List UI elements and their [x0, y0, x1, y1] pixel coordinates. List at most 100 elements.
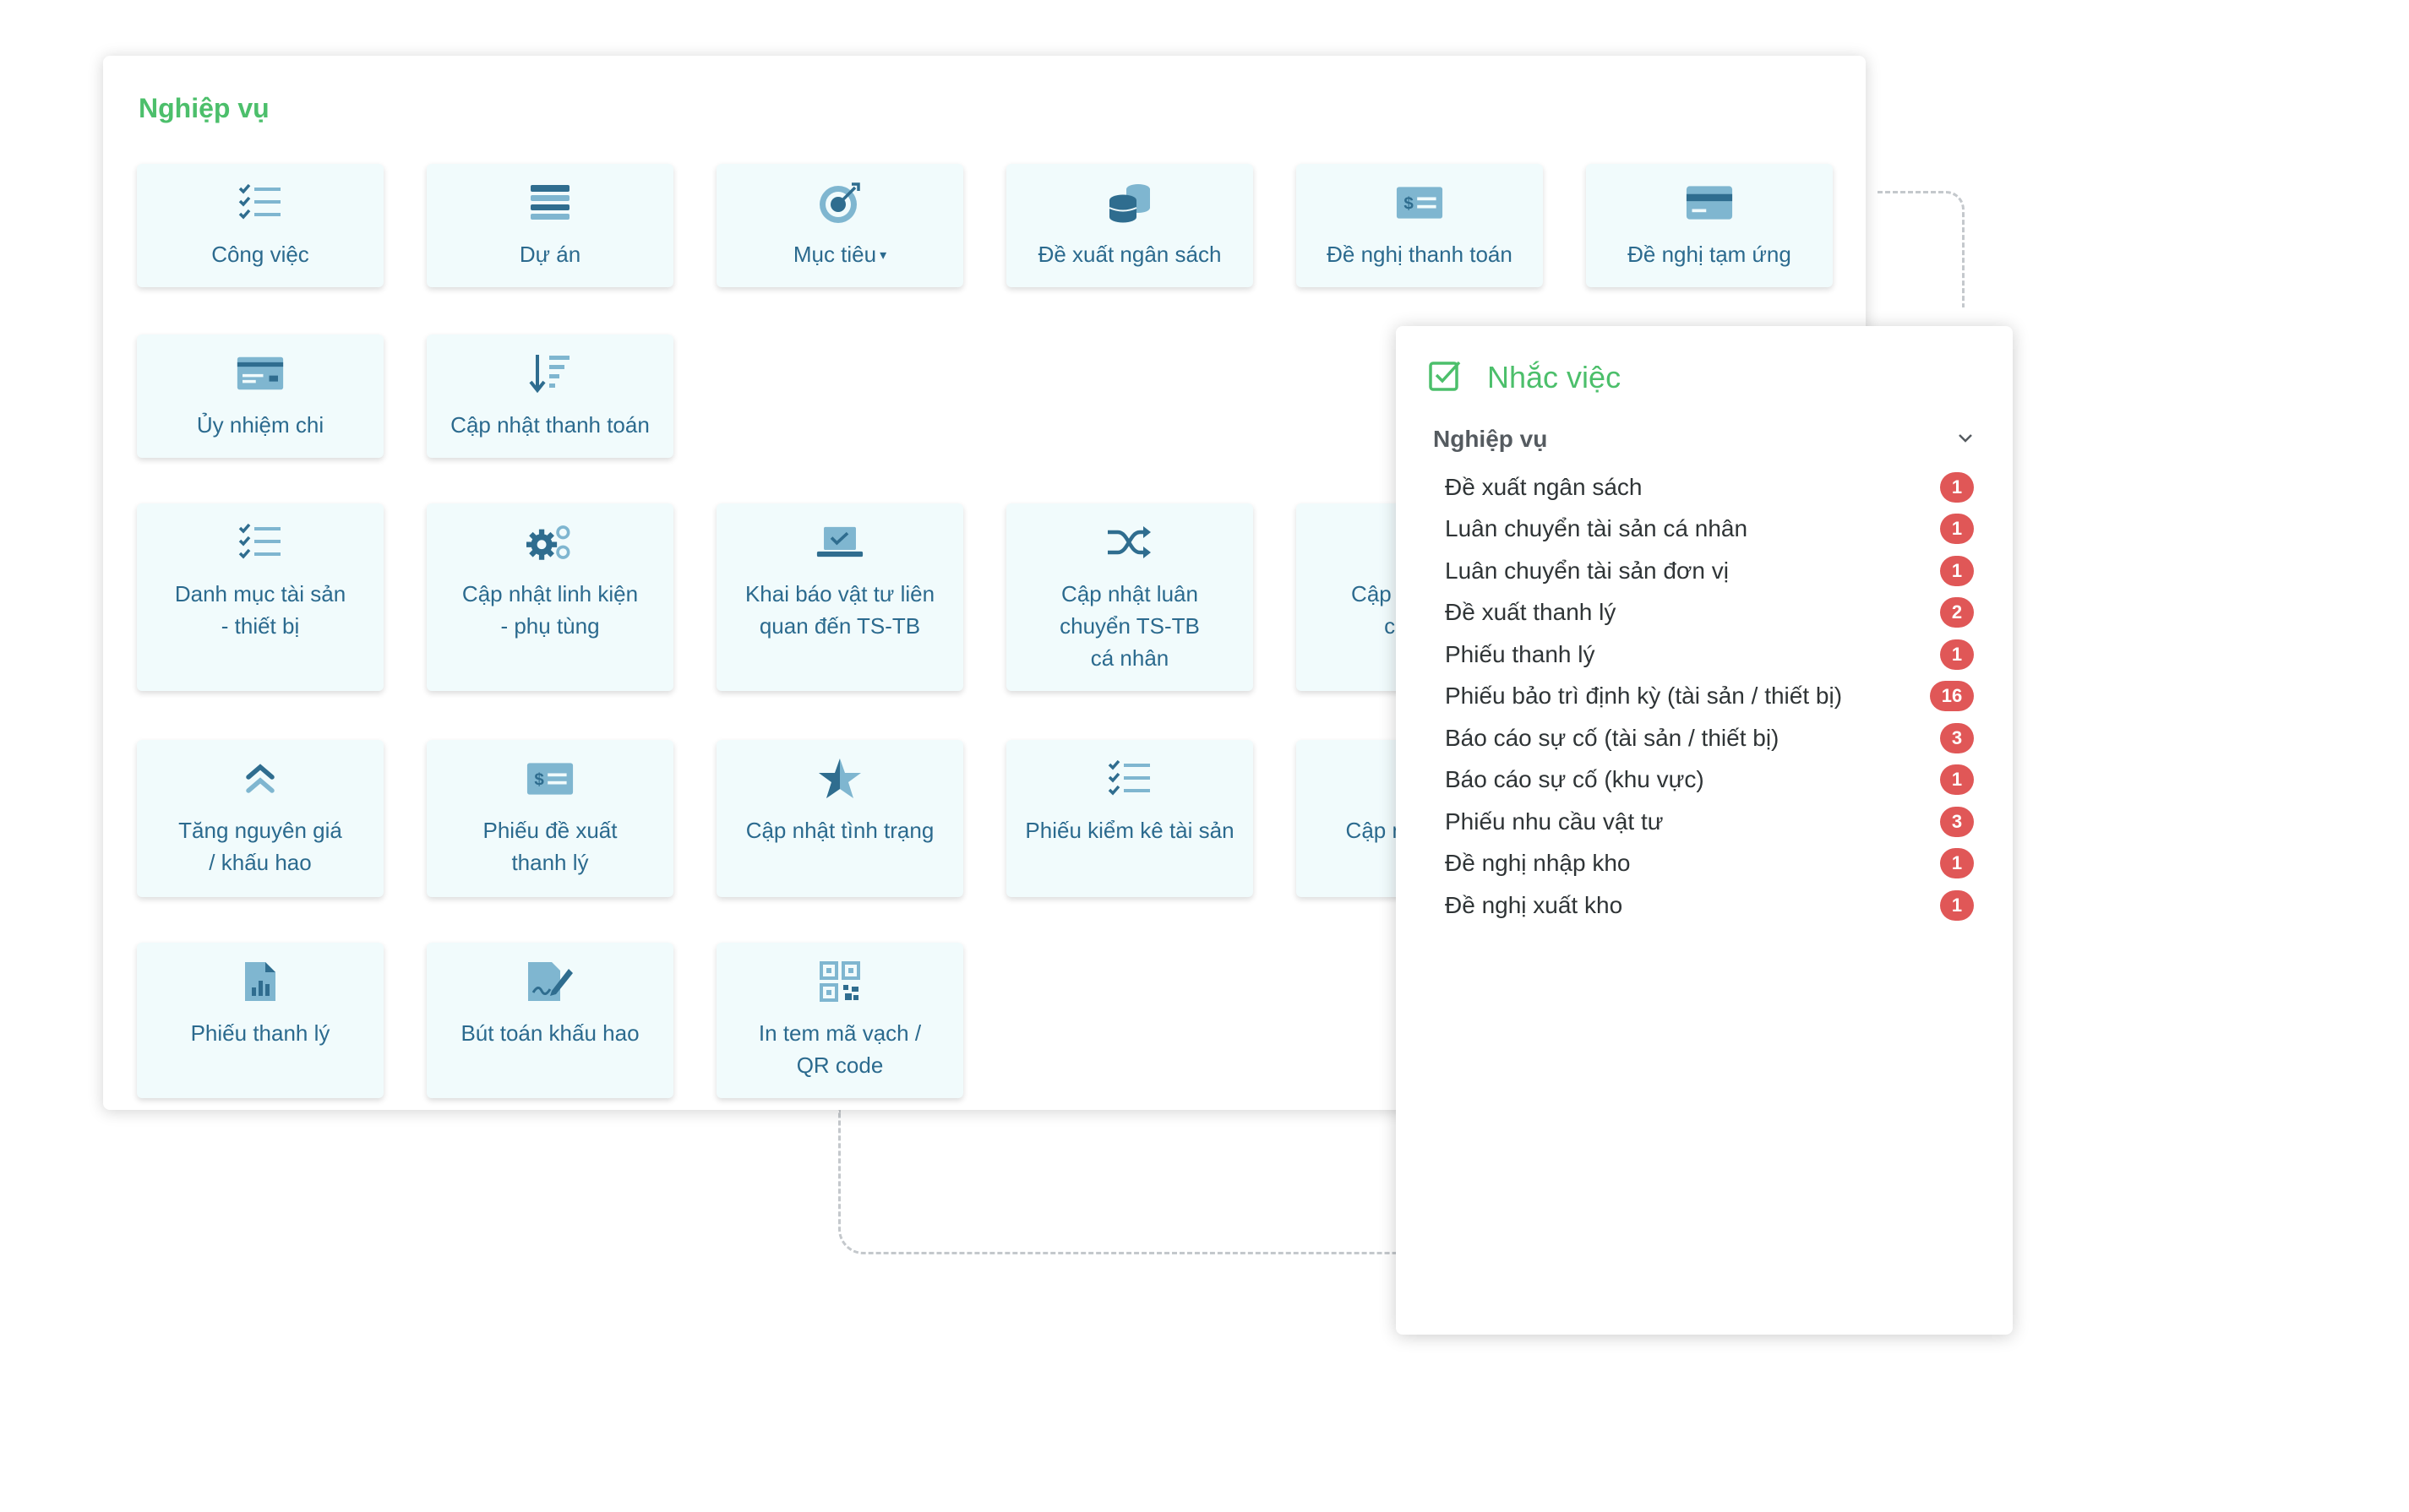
- tile-de-nghi-thanh-toan[interactable]: $ Đề nghị thanh toán: [1296, 164, 1543, 287]
- tile-tang-nguyen-gia[interactable]: Tăng nguyên giá / khấu hao: [137, 740, 384, 897]
- tile-label: Cập nhật tình trạng: [745, 818, 935, 843]
- tile-du-an[interactable]: Dự án: [427, 164, 673, 287]
- reminder-item-label: Luân chuyển tài sản đơn vị: [1445, 557, 1729, 584]
- reminder-item-label: Phiếu bảo trì định kỳ (tài sản / thiết b…: [1445, 683, 1843, 710]
- shuffle-icon: [1106, 519, 1153, 566]
- laptop-check-icon: [816, 519, 864, 566]
- reminder-title: Nhắc việc: [1487, 359, 1621, 394]
- reminder-item-label: Phiếu nhu cầu vật tư: [1445, 808, 1664, 835]
- svg-text:$: $: [534, 770, 544, 789]
- connector-bottom: [838, 1110, 1407, 1254]
- count-badge: 1: [1940, 889, 1974, 921]
- caret-down-icon: ▾: [880, 248, 887, 264]
- reminder-item[interactable]: Đề nghị xuất kho 1: [1445, 884, 1974, 927]
- reminder-item[interactable]: Đề nghị nhập kho 1: [1445, 843, 1974, 885]
- tile-muc-tieu[interactable]: Mục tiêu▾: [717, 164, 963, 287]
- tile-label: Khai báo vật tư liên quan đến TS-TB: [744, 581, 935, 639]
- section-label: Nghiệp vụ: [1433, 426, 1548, 452]
- reminder-item[interactable]: Phiếu thanh lý 1: [1445, 634, 1974, 676]
- reminder-item-label: Luân chuyển tài sản cá nhân: [1445, 515, 1748, 542]
- reminder-item-label: Phiếu thanh lý: [1445, 640, 1595, 667]
- reminder-item[interactable]: Đề xuất thanh lý 2: [1445, 592, 1974, 634]
- section-toggle[interactable]: Nghiệp vụ: [1433, 426, 1974, 453]
- tile-label: Tăng nguyên giá / khấu hao: [178, 818, 342, 875]
- reminder-item[interactable]: Phiếu bảo trì định kỳ (tài sản / thiết b…: [1445, 676, 1974, 718]
- panel-title: Nghiệp vụ: [139, 93, 270, 123]
- tile-cap-nhat-linh-kien[interactable]: Cập nhật linh kiện - phụ tùng: [427, 503, 673, 691]
- tile-uy-nhiem-chi[interactable]: Ủy nhiệm chi: [137, 334, 384, 458]
- gears-icon: [526, 519, 574, 566]
- tile-label: Cập nhật thanh toán: [450, 412, 650, 438]
- reminder-list: Đề xuất ngân sách 1 Luân chuyển tài sản …: [1445, 466, 1974, 927]
- signature-icon: [526, 958, 574, 1005]
- tile-in-tem-ma-vach[interactable]: In tem mã vạch / QR code: [717, 943, 963, 1098]
- checkbox-icon: [1428, 358, 1462, 396]
- reminder-item[interactable]: Đề xuất ngân sách 1: [1445, 466, 1974, 509]
- tile-de-nghi-tam-ung[interactable]: Đề nghị tạm ứng: [1586, 164, 1833, 287]
- tile-de-xuat-ngan-sach[interactable]: Đề xuất ngân sách: [1006, 164, 1253, 287]
- tile-label: Đề xuất ngân sách: [1038, 242, 1222, 267]
- tile-danh-muc-tai-san[interactable]: Danh mục tài sản - thiết bị: [137, 503, 384, 691]
- reminder-item-label: Đề nghị xuất kho: [1445, 891, 1623, 918]
- count-badge: 3: [1940, 806, 1974, 837]
- reminder-item[interactable]: Báo cáo sự cố (khu vực) 1: [1445, 759, 1974, 802]
- star-status-icon: [816, 755, 864, 802]
- count-badge: 1: [1940, 764, 1974, 796]
- tile-phieu-de-xuat-thanh-ly[interactable]: $ Phiếu đề xuất thanh lý: [427, 740, 673, 897]
- tile-label: Mục tiêu▾: [793, 242, 887, 267]
- tile-phieu-kiem-ke[interactable]: Phiếu kiểm kê tài sản: [1006, 740, 1253, 897]
- reminder-item-label: Báo cáo sự cố (tài sản / thiết bị): [1445, 724, 1779, 751]
- payment-bill-icon: $: [1396, 179, 1443, 226]
- tile-label: Dự án: [519, 242, 581, 267]
- tile-label: Bút toán khấu hao: [461, 1020, 640, 1046]
- tile-label: Danh mục tài sản - thiết bị: [174, 581, 346, 639]
- tile-label: Ủy nhiệm chi: [196, 412, 324, 438]
- reminder-item-label: Đề xuất thanh lý: [1445, 599, 1616, 626]
- reminder-panel: Nhắc việc Nghiệp vụ Đề xuất ngân sách 1 …: [1396, 326, 2013, 1335]
- chevrons-up-icon: [237, 755, 284, 802]
- connector-top-right: [1878, 191, 1965, 307]
- coin-stack-icon: [1106, 179, 1153, 226]
- tile-label: Cập nhật luân chuyển TS-TB cá nhân: [1060, 581, 1200, 671]
- payment-order-icon: [237, 350, 284, 397]
- target-icon: [816, 179, 864, 226]
- reminder-item-label: Báo cáo sự cố (khu vực): [1445, 766, 1704, 793]
- count-badge: 2: [1940, 597, 1974, 628]
- count-badge: 16: [1930, 681, 1974, 712]
- tile-but-toan-khau-hao[interactable]: Bút toán khấu hao: [427, 943, 673, 1098]
- tile-label: Phiếu đề xuất thanh lý: [482, 818, 618, 875]
- tile-label: Cập nhật linh kiện - phụ tùng: [461, 581, 639, 639]
- svg-text:$: $: [1403, 193, 1414, 213]
- tile-label: Công việc: [211, 242, 309, 267]
- tile-khai-bao-vat-tu[interactable]: Khai báo vật tư liên quan đến TS-TB: [717, 503, 963, 691]
- reminder-item[interactable]: Báo cáo sự cố (tài sản / thiết bị) 3: [1445, 717, 1974, 759]
- asset-list-icon: [237, 519, 284, 566]
- tile-phieu-thanh-ly[interactable]: Phiếu thanh lý: [137, 943, 384, 1098]
- project-list-icon: [526, 179, 574, 226]
- count-badge: 1: [1940, 848, 1974, 879]
- liquidation-bill-icon: $: [526, 755, 574, 802]
- inventory-list-icon: [1106, 755, 1153, 802]
- task-list-icon: [237, 179, 284, 226]
- credit-card-icon: [1686, 179, 1733, 226]
- reminder-item[interactable]: Luân chuyển tài sản cá nhân 1: [1445, 509, 1974, 551]
- tile-label: Đề nghị tạm ứng: [1627, 242, 1791, 267]
- reminder-header: Nhắc việc: [1428, 358, 1621, 396]
- count-badge: 1: [1940, 555, 1974, 586]
- tile-cap-nhat-luan-chuyen-ca-nhan[interactable]: Cập nhật luân chuyển TS-TB cá nhân: [1006, 503, 1253, 691]
- file-chart-icon: [237, 958, 284, 1005]
- tile-cap-nhat-tinh-trang[interactable]: Cập nhật tình trạng: [717, 740, 963, 897]
- tile-label: In tem mã vạch / QR code: [758, 1020, 922, 1078]
- tile-label: Phiếu thanh lý: [190, 1020, 330, 1046]
- reminder-item[interactable]: Phiếu nhu cầu vật tư 3: [1445, 801, 1974, 843]
- tile-cong-viec[interactable]: Công việc: [137, 164, 384, 287]
- count-badge: 3: [1940, 722, 1974, 753]
- tile-cap-nhat-thanh-toan[interactable]: Cập nhật thanh toán: [427, 334, 673, 458]
- qr-code-icon: [816, 958, 864, 1005]
- chevron-down-icon: [1957, 432, 1974, 448]
- count-badge: 1: [1940, 514, 1974, 545]
- reminder-item-label: Đề xuất ngân sách: [1445, 473, 1643, 500]
- sort-down-icon: [526, 350, 574, 397]
- reminder-item-label: Đề nghị nhập kho: [1445, 850, 1631, 877]
- reminder-item[interactable]: Luân chuyển tài sản đơn vị 1: [1445, 550, 1974, 592]
